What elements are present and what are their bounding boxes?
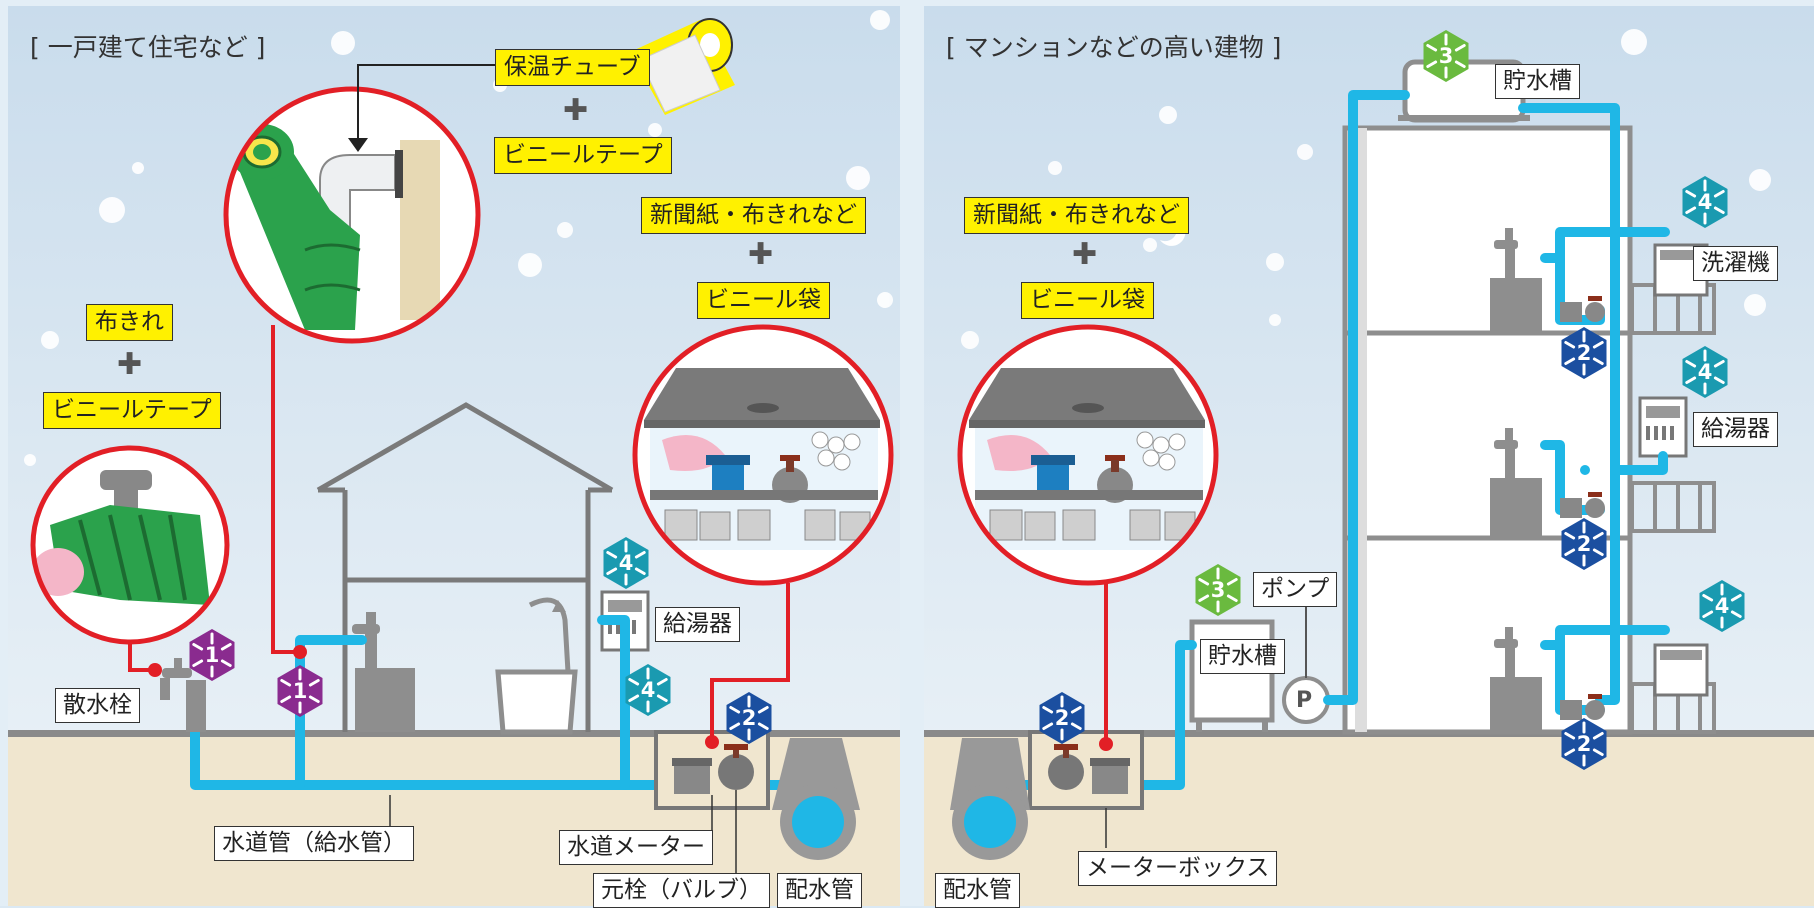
label-washing-machine: 洗濯機 (1693, 246, 1778, 281)
snowflake-hexagon-icon (1682, 176, 1728, 228)
badge-4-number: 4 (618, 551, 634, 575)
snowflake-hexagon-icon (726, 692, 772, 744)
distribution-pipe-right (950, 738, 1030, 860)
apartment-building (1342, 125, 1633, 735)
meter-insulation-circle-right (957, 324, 1219, 586)
badge-3-icon: 3 (1418, 28, 1474, 84)
label-water-heater-left: 給湯器 (655, 607, 740, 642)
meter-insulation-circle-left (632, 324, 894, 586)
snowflake-hexagon-icon (277, 665, 323, 717)
label-distribution-pipe-right: 配水管 (935, 873, 1020, 908)
badge-4-number: 4 (1714, 594, 1730, 618)
snowflake-hexagon-icon (1561, 718, 1607, 770)
water-heater-right (1638, 396, 1688, 458)
label-cloth: 布きれ (86, 304, 173, 341)
left-panel-title: [ 一戸建て住宅など ] (30, 33, 266, 62)
label-vinyl-bag-left: ビニール袋 (697, 282, 830, 319)
distribution-pipe-left (772, 738, 860, 860)
insulation-roll-icon (630, 18, 735, 115)
badge-2-icon: 2 (721, 690, 777, 746)
snowflake-hexagon-icon (1039, 692, 1085, 744)
badge-2-number: 2 (741, 706, 757, 730)
label-leaders (389, 790, 1107, 873)
sprinkler-tap (160, 658, 206, 732)
label-ground-tank: 貯水槽 (1200, 639, 1285, 674)
label-main-valve: 元栓（バルブ） (593, 873, 770, 908)
badge-2-number: 2 (1054, 706, 1070, 730)
label-insulation-tube: 保温チューブ (495, 49, 650, 86)
snow-dots (24, 10, 1771, 466)
snowflake-hexagon-icon (1561, 327, 1607, 379)
house (316, 402, 614, 732)
badge-4-icon: 4 (1694, 578, 1750, 634)
badge-4-icon: 4 (1677, 174, 1733, 230)
label-distribution-pipe-left: 配水管 (777, 873, 862, 908)
meter-box-right (1028, 730, 1144, 810)
pump-symbol: P (1296, 688, 1313, 713)
label-newspaper-cloth-right: 新聞紙・布きれなど (964, 197, 1189, 234)
label-vinyl-tape-top: ビニールテープ (494, 137, 672, 174)
right-panel-title: [ マンションなどの高い建物 ] (946, 33, 1282, 62)
label-sprinkler-tap: 散水栓 (55, 688, 140, 723)
label-pump: ポンプ (1253, 572, 1338, 607)
badge-4-icon: 4 (598, 535, 654, 591)
badge-2-icon: 2 (1556, 716, 1612, 772)
left-red-leaders (128, 325, 790, 740)
badge-3-number: 3 (1210, 578, 1226, 602)
cloth-detail-circle (30, 445, 230, 645)
badge-4-icon: 4 (1677, 344, 1733, 400)
plus-sign: ✚ (748, 237, 774, 272)
badge-2-number: 2 (1576, 732, 1592, 756)
label-vinyl-bag-right: ビニール袋 (1021, 282, 1154, 319)
tube-detail-circle (223, 64, 496, 344)
building-sinks (1490, 228, 1542, 732)
building-meters (1560, 296, 1605, 720)
badge-4-icon: 4 (620, 662, 676, 718)
badge-3-icon: 3 (1190, 562, 1246, 618)
label-roof-tank: 貯水槽 (1495, 64, 1580, 99)
badge-3-number: 3 (1438, 44, 1454, 68)
snowflake-hexagon-icon (1682, 346, 1728, 398)
label-newspaper-cloth-left: 新聞紙・布きれなど (641, 197, 866, 234)
indoor-sink (352, 612, 415, 732)
badge-2-icon: 2 (1034, 690, 1090, 746)
label-water-meter: 水道メーター (559, 830, 713, 865)
plus-sign: ✚ (1072, 237, 1098, 272)
snowflake-hexagon-icon (1561, 518, 1607, 570)
badge-2-number: 2 (1576, 341, 1592, 365)
label-water-pipe: 水道管（給水管） (214, 826, 414, 861)
pump (1282, 595, 1330, 724)
badge-2-icon: 2 (1556, 325, 1612, 381)
plus-sign: ✚ (563, 93, 589, 128)
snowflake-hexagon-icon (189, 629, 235, 681)
badge-2-icon: 2 (1556, 516, 1612, 572)
badge-2-number: 2 (1576, 532, 1592, 556)
bathtub (495, 597, 578, 735)
snowflake-hexagon-icon (603, 537, 649, 589)
badge-4-number: 4 (1697, 360, 1713, 384)
snowflake-hexagon-icon (1699, 580, 1745, 632)
badge-1-icon: 1 (272, 663, 328, 719)
badge-1-icon: 1 (184, 627, 240, 683)
badge-4-number: 4 (1697, 190, 1713, 214)
badge-4-number: 4 (640, 678, 656, 702)
badge-1-number: 1 (204, 643, 220, 667)
plus-sign: ✚ (117, 347, 143, 382)
snowflake-hexagon-icon (1195, 564, 1241, 616)
washing-machines (1653, 243, 1709, 697)
snowflake-hexagon-icon (625, 664, 671, 716)
label-meter-box: メーターボックス (1078, 851, 1278, 886)
snowflake-hexagon-icon (1423, 30, 1469, 82)
label-water-heater-right: 給湯器 (1693, 412, 1778, 447)
label-vinyl-tape-left: ビニールテープ (43, 392, 221, 429)
badge-1-number: 1 (292, 679, 308, 703)
